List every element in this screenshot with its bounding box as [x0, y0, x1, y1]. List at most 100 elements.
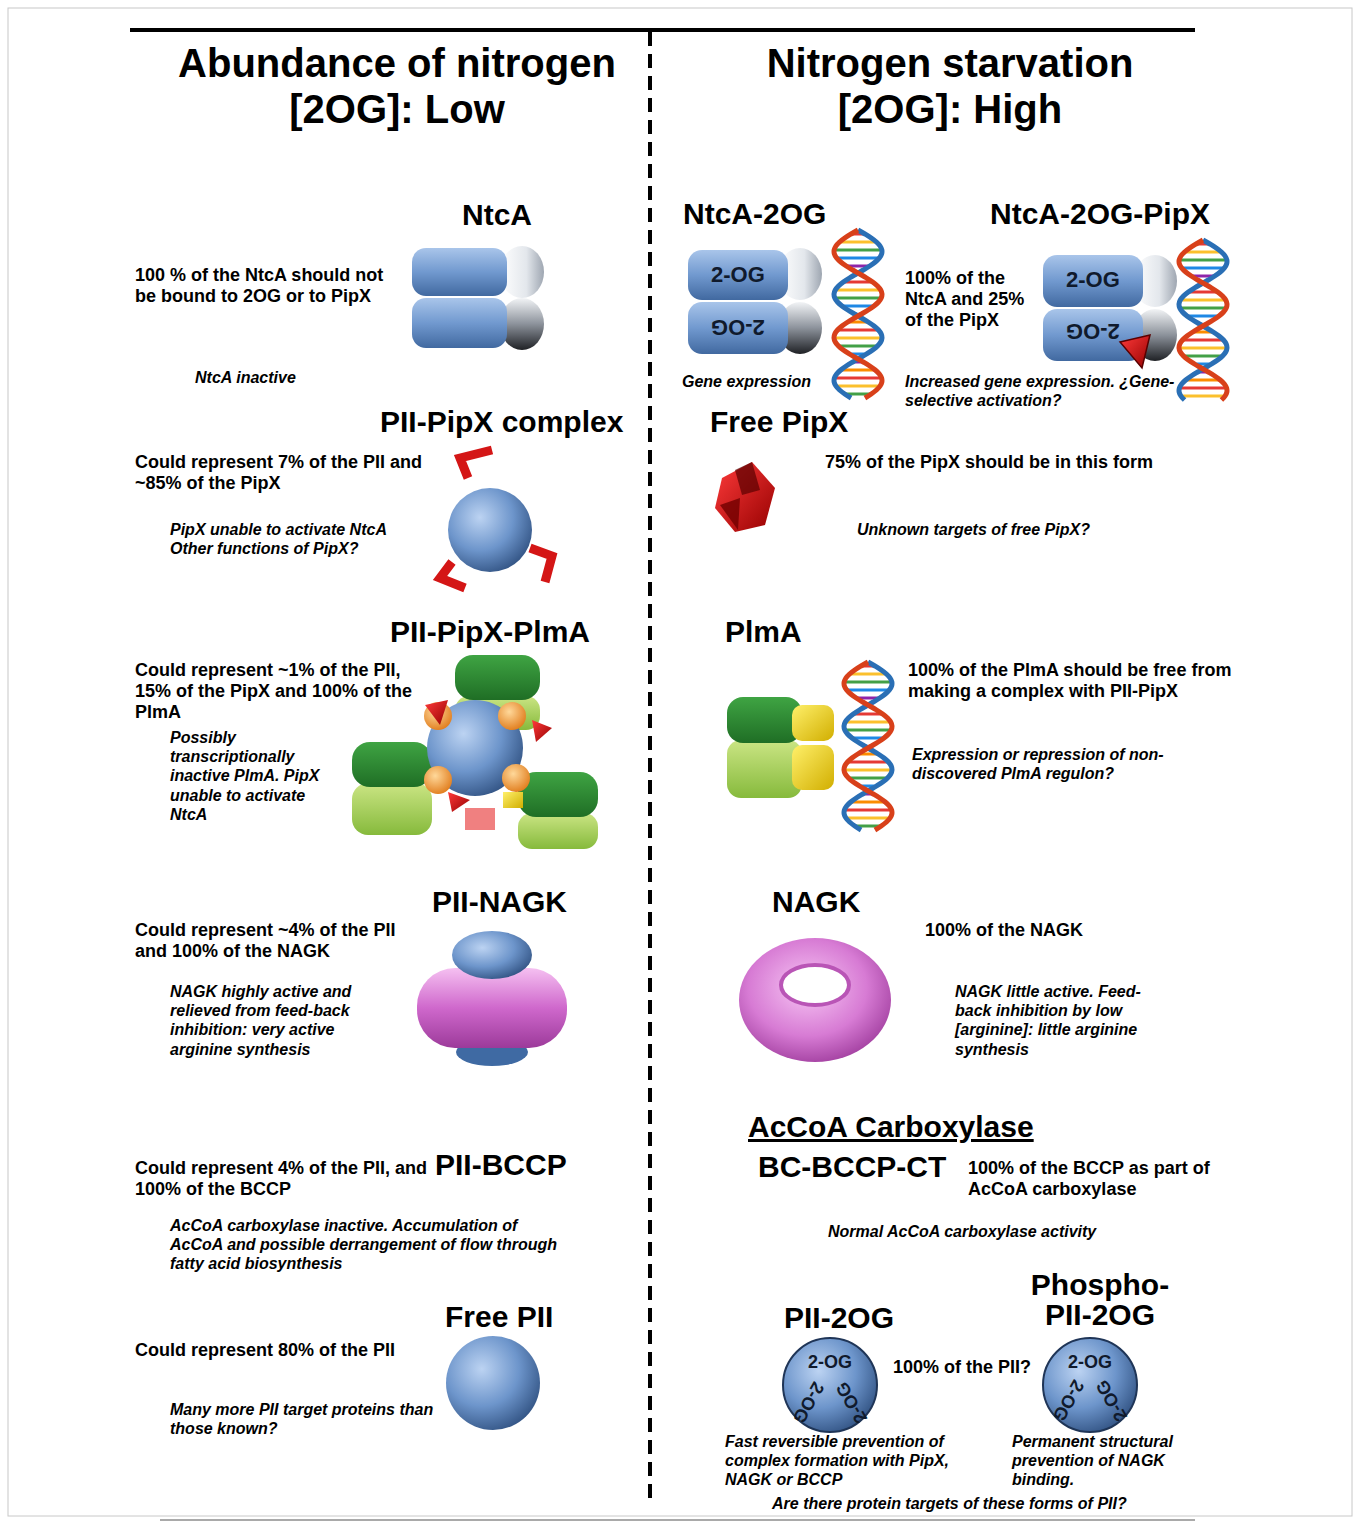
pii-2og-sphere — [1043, 1338, 1137, 1432]
pii-pipx-plma-figure — [425, 700, 448, 725]
ligand-label: 2-OG — [1066, 268, 1120, 291]
dna-base-pair — [848, 777, 887, 780]
ntca-2og-complex: NtcA-2OG 2-OG 2-OG — [680, 198, 840, 368]
ligand-label: 2-OG — [833, 1378, 871, 1426]
ntca-2og-pipx-figure — [1043, 309, 1143, 361]
entity-heading: NtcA-2OG-PipX — [990, 198, 1210, 230]
dna-base-pair — [1179, 347, 1227, 350]
pii-pipx-plma-figure — [532, 720, 552, 742]
pii-pipx-plma-figure — [518, 813, 598, 849]
ligand-label: 2-OG — [711, 316, 765, 339]
function-note: Expression or repression of non-discover… — [912, 745, 1202, 783]
abundance-note: 100% of the NAGK — [925, 920, 1083, 941]
dna-base-pair — [1183, 339, 1224, 342]
entity-heading: PII-2OG — [784, 1302, 894, 1334]
dna-base-pair — [847, 689, 890, 692]
abundance-note: 100% of the PlmA should be free from mak… — [908, 660, 1258, 702]
dna-helix — [834, 230, 1227, 830]
column-heading: Nitrogen starvation [2OG]: High — [735, 40, 1165, 132]
function-note: Gene expression — [682, 372, 811, 391]
pii-pipx-plma-figure — [448, 792, 470, 812]
abundance-note: Could represent ~1% of the PII, 15% of t… — [135, 660, 420, 723]
function-note: AcCoA carboxylase inactive. Accumulation… — [170, 1216, 570, 1274]
free-pii-sphere — [446, 1336, 540, 1430]
dna-strand — [1179, 240, 1227, 400]
free-pii-sphere — [446, 1336, 540, 1430]
entity-heading: PII-PipX-PlmA — [390, 615, 590, 648]
pii-pipx-figure — [448, 488, 532, 572]
function-note: Many more PII target proteins than those… — [170, 1400, 438, 1438]
free-pipx-figure — [720, 498, 740, 530]
function-note: Unknown targets of free PipX? — [857, 520, 1090, 539]
dna-strand — [844, 662, 892, 830]
entity-heading: PII-BCCP — [435, 1148, 567, 1181]
dna-base-pair — [837, 257, 880, 260]
plma-figure — [727, 697, 834, 798]
entity-heading: PII-NAGK — [432, 885, 567, 918]
plma-figure — [792, 705, 834, 741]
dna-base-pair — [1180, 299, 1225, 302]
function-note: NtcA inactive — [195, 368, 296, 387]
pii-pipx-figure — [460, 450, 492, 478]
ntca-inactive-figure — [412, 298, 507, 348]
abundance-note: 100% of the BCCP as part of AcCoA carbox… — [968, 1158, 1253, 1200]
page-frame — [160, 1520, 1195, 1521]
pii-nagk-figure — [452, 931, 532, 979]
dna-base-pair — [836, 385, 880, 388]
abundance-note: 100% of the NtcA and 25% of the PipX — [905, 268, 1035, 331]
free-pipx-figure — [735, 462, 760, 495]
ntca-2og-pipx-figure — [1043, 255, 1143, 307]
ntca-inactive-figure — [412, 246, 544, 350]
ligand-label: 2-OG — [711, 263, 765, 286]
plma-figure — [792, 745, 834, 790]
pii-2og-sphere — [783, 1338, 1137, 1432]
dna-base-pair — [835, 297, 881, 300]
abundance-note: 75% of the PipX should be in this form — [825, 452, 1245, 473]
dna-base-pair — [834, 249, 882, 252]
dna-base-pair — [845, 729, 891, 732]
entity-heading: Phospho- PII-2OG — [1025, 1270, 1175, 1330]
dna-helix — [834, 230, 882, 398]
abundance-note: 100% of the PII? — [893, 1357, 1031, 1378]
ligand-label: 2-OG — [789, 1378, 827, 1426]
entity-heading: Free PipX — [710, 405, 848, 438]
ntca-2og-figure — [688, 250, 788, 300]
page-frame — [8, 8, 1352, 1516]
ligand-label: 2-OG — [1068, 1353, 1112, 1372]
pii-pipx-plma-figure — [502, 764, 530, 792]
entity-heading: NtcA — [462, 198, 532, 231]
dna-strand — [844, 662, 892, 830]
function-note: NAGK little active. Feed-back inhibition… — [955, 982, 1170, 1059]
entity-heading: NtcA-2OG — [683, 198, 826, 230]
plma-figure — [727, 697, 802, 743]
free-pipx-figure — [715, 462, 775, 532]
pii-2og-circle: PII-2OG2-OG2-OG2-OG — [780, 1300, 900, 1435]
ntca-2og-figure — [688, 248, 822, 354]
entity-heading: Free PII — [445, 1300, 553, 1333]
dna-base-pair — [1180, 307, 1226, 310]
abundance-note: Could represent 80% of the PII — [135, 1340, 435, 1361]
pii-nagk-figure — [417, 968, 567, 1048]
dna-base-pair — [844, 681, 892, 684]
pii-pipx-figure — [440, 450, 552, 588]
dna-base-pair — [844, 809, 891, 812]
pii-nagk-figure — [417, 931, 567, 1066]
ligand-label: 2-OG — [1049, 1376, 1087, 1424]
function-note: PipX unable to activate NtcA Other funct… — [170, 520, 432, 558]
function-note: Permanent structural prevention of NAGK … — [1012, 1432, 1212, 1490]
pii-pipx-figure — [530, 548, 552, 582]
ntca-2og-pipx-complex: NtcA-2OG-PipX2-OG2-OG — [985, 198, 1215, 368]
dna-base-pair — [850, 673, 887, 676]
abundance-note: Could represent 4% of the PII, and 100% … — [135, 1158, 430, 1200]
dna-base-pair — [1179, 259, 1227, 262]
pii-pipx-plma-figure — [498, 702, 526, 730]
function-note: Possibly transcriptionally inactive PlmA… — [170, 728, 340, 824]
entity-heading: PII-PipX complex — [380, 405, 623, 438]
pii-pipx-plma-figure — [503, 792, 523, 808]
dna-base-pair — [844, 769, 892, 772]
abundance-note: Could represent 7% of the PII and ~85% o… — [135, 452, 435, 494]
page-frame — [648, 32, 652, 1505]
dna-helix — [1179, 240, 1227, 400]
function-note: Normal AcCoA carboxylase activity — [828, 1222, 1096, 1241]
pii-pipx-plma-figure — [518, 772, 598, 817]
